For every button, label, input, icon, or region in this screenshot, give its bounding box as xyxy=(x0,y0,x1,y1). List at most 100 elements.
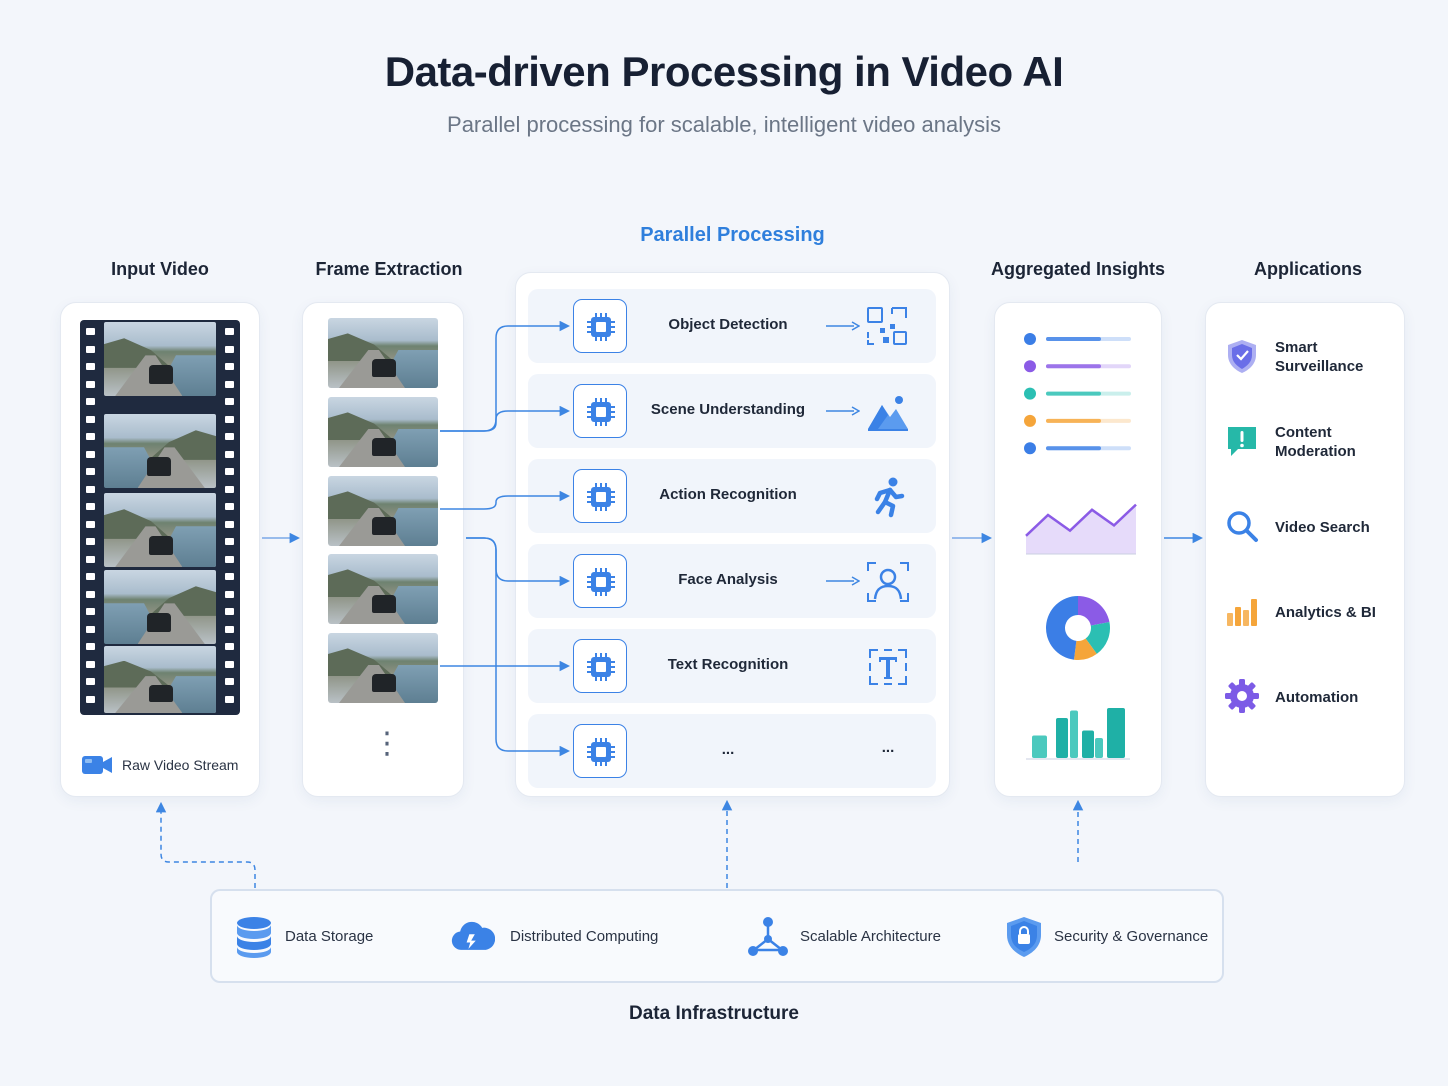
bar-chart-bar xyxy=(1032,735,1047,758)
fanout-connectors xyxy=(440,320,571,757)
alert-message-icon xyxy=(1224,423,1260,459)
task-row: Face Analysis xyxy=(528,544,936,618)
task-label: Face Analysis xyxy=(678,571,778,588)
network-nodes-icon xyxy=(748,917,788,956)
insight-legend-row xyxy=(1024,414,1131,427)
infra-item-security-governance: Security & Governance xyxy=(1003,915,1208,959)
film-perforation xyxy=(225,503,234,510)
film-perforation xyxy=(86,695,95,703)
ellipsis-icon: ... xyxy=(881,739,895,756)
column-heading-frame-extraction: Frame Extraction xyxy=(315,259,463,279)
legend-bar-fill xyxy=(1046,337,1101,341)
task-processor-node xyxy=(573,469,627,523)
insight-legend-list xyxy=(1024,333,1131,455)
video-camera-icon xyxy=(82,756,112,774)
page-title: Data-driven Processing in Video AI xyxy=(384,48,1064,95)
infra-item-distributed-computing: Distributed Computing xyxy=(451,915,671,959)
film-perforation xyxy=(225,625,234,633)
infra-label: Security & Governance xyxy=(1054,928,1209,945)
task-processor-node xyxy=(573,299,627,353)
film-frame xyxy=(104,493,216,567)
donut-segment xyxy=(1078,596,1110,626)
running-person-icon xyxy=(866,476,910,518)
insight-bar-chart xyxy=(1026,708,1130,760)
legend-dot xyxy=(1024,414,1036,427)
column-heading-aggregated-insights: Aggregated Insights xyxy=(990,259,1165,279)
donut-segment xyxy=(1073,638,1097,660)
line-chart-series xyxy=(1025,503,1137,537)
infra-label: Distributed Computing xyxy=(510,928,659,945)
video-frame-image xyxy=(104,493,216,567)
extracted-frame-thumbnail xyxy=(328,476,438,546)
film-frame xyxy=(104,646,216,713)
video-frame-image xyxy=(104,322,216,396)
insight-legend-row xyxy=(1024,333,1131,345)
insight-legend-row xyxy=(1024,442,1131,455)
film-perforation xyxy=(86,363,95,370)
film-perforation xyxy=(86,433,95,440)
infra-item-scalable-architecture: Scalable Architecture xyxy=(746,915,946,959)
cloud-compute-icon xyxy=(451,921,495,950)
film-perforation xyxy=(225,538,234,545)
infra-label: Scalable Architecture xyxy=(800,928,941,945)
task-label: Action Recognition xyxy=(659,486,797,503)
video-frame-image xyxy=(328,476,438,546)
film-perforation xyxy=(225,555,234,563)
extracted-frame-thumbnail xyxy=(328,397,438,467)
task-processor-node xyxy=(573,384,627,438)
face-scan-icon xyxy=(866,561,910,603)
film-frame xyxy=(104,322,216,396)
film-perforation xyxy=(225,643,234,650)
infra-label: Data Storage xyxy=(285,928,374,945)
task-row: Object Detection xyxy=(528,289,936,363)
film-perforation xyxy=(86,398,95,405)
film-perforation xyxy=(86,538,95,545)
bar-chart-bar xyxy=(1056,718,1068,758)
video-frame-image xyxy=(328,318,438,388)
film-perforation xyxy=(225,398,234,405)
legend-bar-fill xyxy=(1046,364,1101,369)
database-icon xyxy=(237,917,271,958)
task-label: ... xyxy=(721,741,735,758)
film-perforation xyxy=(86,660,95,668)
bar-chart-bar xyxy=(1070,710,1078,758)
application-item: Analytics & BI xyxy=(1224,587,1394,637)
film-perforation xyxy=(86,590,95,598)
extracted-frame-thumbnail xyxy=(328,633,438,703)
insight-donut-chart xyxy=(1046,596,1110,660)
task-output-arrow xyxy=(826,576,860,586)
film-perforation xyxy=(86,328,95,335)
donut-segment xyxy=(1046,596,1078,660)
bar-chart-icon xyxy=(1224,593,1260,629)
bar-chart-bar xyxy=(1107,708,1125,758)
application-label: Automation xyxy=(1275,689,1359,706)
application-item: Video Search xyxy=(1224,502,1394,552)
film-perforation xyxy=(86,573,95,580)
legend-dot xyxy=(1024,333,1036,345)
film-perforation xyxy=(225,415,234,423)
extracted-frame-thumbnail xyxy=(328,554,438,624)
legend-dot xyxy=(1024,442,1036,455)
task-processor-node xyxy=(573,724,627,778)
raw-video-stream-label: Raw Video Stream xyxy=(122,757,239,773)
film-perforation xyxy=(86,415,95,423)
film-perforation xyxy=(225,660,234,668)
film-perforation xyxy=(86,608,95,615)
legend-dot xyxy=(1024,387,1036,400)
processor-chip-icon xyxy=(587,313,615,341)
film-perforation xyxy=(225,450,234,458)
film-perforation xyxy=(225,520,234,528)
legend-bar-fill xyxy=(1046,391,1101,396)
column-heading-applications: Applications xyxy=(1253,259,1362,279)
film-perforation xyxy=(225,678,234,685)
film-perforation xyxy=(86,555,95,563)
film-perforation xyxy=(225,345,234,353)
insight-legend-row xyxy=(1024,387,1131,400)
legend-bar-fill xyxy=(1046,418,1101,423)
task-processor-node xyxy=(573,554,627,608)
insight-legend-row xyxy=(1024,360,1131,373)
processor-chip-icon xyxy=(587,483,615,511)
film-perforation xyxy=(86,450,95,458)
task-output-arrow xyxy=(826,406,860,416)
data-infrastructure-title: Data Infrastructure xyxy=(629,1003,799,1024)
